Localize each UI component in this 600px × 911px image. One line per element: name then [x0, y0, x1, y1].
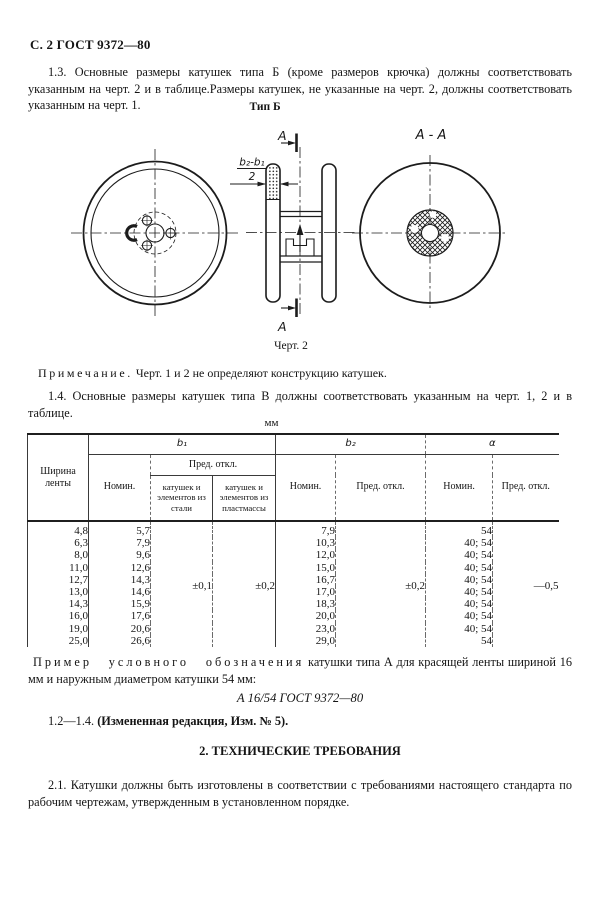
- header-b1-nominal: Номин.: [88, 454, 151, 521]
- cell-b1-plastic-dev: ±0,2: [212, 521, 277, 648]
- hook-shape: [125, 224, 138, 242]
- figure-caption: Черт. 2: [274, 340, 308, 352]
- cell-b1: 14,3: [88, 573, 151, 587]
- table-row: 25,0 26,6 29,0 54: [27, 634, 559, 648]
- section-letter-bottom: А: [277, 319, 287, 334]
- cell-width: 13,0: [27, 586, 89, 599]
- cell-b1: 17,6: [88, 610, 151, 623]
- cell-alpha: 54: [425, 634, 494, 648]
- header-width: Ширина ленты: [27, 434, 89, 521]
- cell-b1: 15,9: [88, 598, 151, 611]
- cell-b2: 29,0: [275, 634, 337, 648]
- cell-width: 16,0: [27, 610, 89, 623]
- cell-alpha: 40; 54: [425, 573, 494, 587]
- dimensions-table: Ширина ленты b₁ b₂ α Номин. Пред. откл. …: [27, 433, 559, 648]
- dimension-lines: [230, 168, 298, 187]
- table-row: 14,3 15,9 18,3 40; 54: [27, 598, 559, 611]
- cell-b2: 18,3: [275, 598, 337, 611]
- cell-alpha: 40; 54: [425, 610, 494, 623]
- units-label: мм: [264, 417, 279, 429]
- table-header: Ширина ленты b₁ b₂ α Номин. Пред. откл. …: [27, 434, 559, 521]
- amendment-text: (Измененная редакция, Изм. № 5).: [97, 714, 289, 728]
- paragraph-1-3: 1.3. Основные размеры катушек типа Б (кр…: [28, 65, 572, 113]
- cell-width: 8,0: [27, 549, 89, 562]
- header-b2-nominal: Номин.: [275, 454, 337, 521]
- note-paragraph: Примечание. Черт. 1 и 2 не определяют ко…: [28, 365, 572, 382]
- cell-width: 6,3: [27, 537, 89, 550]
- table-row: 19,0 20,6 23,0 40; 54: [27, 622, 559, 635]
- table-row: 11,0 12,6 15,0 40; 54: [27, 561, 559, 574]
- header-b2-deviation: Пред. откл.: [335, 454, 427, 521]
- cell-alpha-dev: —0,5: [533, 579, 559, 592]
- table-row: 8,0 9,6 12,0 40; 54: [27, 549, 559, 562]
- example-text: катушки типа А для красящей ленты ширино…: [28, 655, 572, 686]
- cell-b2: 12,0: [275, 549, 337, 562]
- section-letter-top: А: [277, 128, 287, 143]
- example-label: Пример условного обозначения: [33, 655, 305, 669]
- cell-alpha: 40; 54: [425, 537, 494, 550]
- cell-b2: 7,9: [275, 521, 337, 538]
- page-header: С. 2 ГОСТ 9372—80: [30, 37, 151, 52]
- cell-width: 11,0: [27, 561, 89, 574]
- cell-b1: 20,6: [88, 622, 151, 635]
- spool-front-view: [71, 149, 239, 317]
- table-body: 4,8 5,7 ±0,1 ±0,2 7,9 ±0,2 54 —0,5 6,3 7…: [27, 521, 559, 648]
- cell-alpha: 40; 54: [425, 549, 494, 562]
- cell-width: 19,0: [27, 622, 89, 635]
- header-b1-deviation: Пред. откл.: [150, 454, 277, 476]
- paragraph-2-1: 2.1. Катушки должны быть изготовлены в с…: [28, 778, 572, 809]
- header-group-b2: b₂: [275, 434, 427, 455]
- header-plastic: катушек и элементов из пластмассы: [212, 475, 277, 521]
- cell-width: 25,0: [27, 634, 89, 648]
- cell-alpha: 54: [425, 521, 494, 538]
- table-row: 13,0 14,6 17,0 40; 54: [27, 586, 559, 599]
- table-row: 4,8 5,7 ±0,1 ±0,2 7,9 ±0,2 54 —0,5: [27, 521, 559, 648]
- figure-2-drawing: А А b₂-b₁ 2 А - А Черт. 2: [71, 128, 508, 352]
- cell-b2: 20,0: [275, 610, 337, 623]
- cell-alpha: 40; 54: [425, 598, 494, 611]
- note-text: Черт. 1 и 2 не определяют конструкцию ка…: [132, 366, 387, 380]
- cell-alpha: 40; 54: [425, 561, 494, 574]
- section-a-a-view: [352, 155, 508, 311]
- cell-b1: 9,6: [88, 549, 151, 562]
- designation-example: А 16/54 ГОСТ 9372—80: [236, 691, 364, 705]
- cell-b2: 15,0: [275, 561, 337, 574]
- cell-b1: 5,7: [88, 521, 151, 538]
- cell-b1-steel-dev: ±0,1: [150, 521, 213, 648]
- amendment-ref: 1.2—1.4.: [48, 714, 98, 728]
- paragraph-1-4: 1.4. Основные размеры катушек типа В дол…: [28, 389, 572, 420]
- example-paragraph: Пример условного обозначения катушки тип…: [28, 654, 572, 687]
- cell-width: 12,7: [27, 573, 89, 587]
- note-label: Примечание.: [38, 366, 133, 380]
- table-row: 6,3 7,9 10,3 40; 54: [27, 537, 559, 550]
- cell-b2: 10,3: [275, 537, 337, 550]
- cell-width: 14,3: [27, 598, 89, 611]
- header-alpha-deviation: Пред. откл.: [501, 481, 550, 493]
- cell-width: 4,8: [27, 521, 89, 538]
- dim-denominator: 2: [249, 171, 256, 183]
- header-alpha-nominal: Номин.: [425, 454, 494, 521]
- header-group-alpha: α: [425, 434, 559, 455]
- cell-b2-dev: ±0,2: [335, 521, 427, 648]
- cell-b1: 14,6: [88, 586, 151, 599]
- cell-b2: 17,0: [275, 586, 337, 599]
- cell-alpha: 40; 54: [425, 622, 494, 635]
- header-group-b1: b₁: [88, 434, 277, 455]
- figure-type-label: Тип Б: [249, 101, 281, 113]
- header-steel: катушек и элементов из стали: [150, 475, 213, 521]
- table-row: 12,7 14,3 16,7 40; 54: [27, 573, 559, 587]
- cell-b2: 23,0: [275, 622, 337, 635]
- cell-alpha: 40; 54: [425, 586, 494, 599]
- cell-b1: 7,9: [88, 537, 151, 550]
- cell-b2: 16,7: [275, 573, 337, 587]
- section-view-label: А - А: [415, 128, 447, 143]
- section-2-heading: 2. ТЕХНИЧЕСКИЕ ТРЕБОВАНИЯ: [199, 744, 401, 758]
- spool-side-section: [230, 133, 356, 317]
- amendment-line: 1.2—1.4. (Измененная редакция, Изм. № 5)…: [28, 713, 572, 730]
- cell-b1: 26,6: [88, 634, 151, 648]
- dim-numerator: b₂-b₁: [239, 157, 265, 169]
- cell-b1: 12,6: [88, 561, 151, 574]
- table-row: 16,0 17,6 20,0 40; 54: [27, 610, 559, 623]
- section-marks: [281, 133, 298, 317]
